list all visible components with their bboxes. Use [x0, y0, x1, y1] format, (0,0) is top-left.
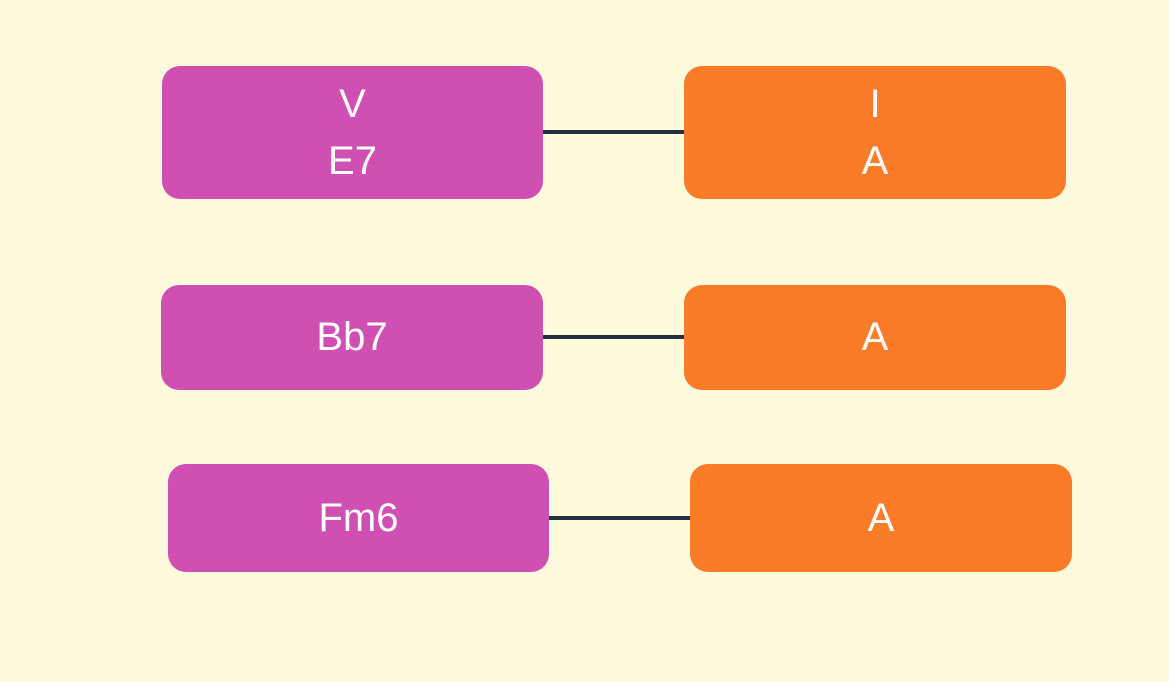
diagram-row: Fm6 A — [0, 464, 1169, 572]
chord-label-line: A — [861, 138, 889, 183]
chord-label-line: Fm6 — [318, 495, 399, 540]
chord-label-line: A — [861, 315, 889, 359]
diagram-row: V E7 I A — [0, 66, 1169, 199]
chord-label-line: E7 — [328, 138, 377, 183]
chord-node-left[interactable]: V E7 — [162, 66, 543, 199]
chord-label-line: A — [867, 495, 895, 540]
chord-node-right[interactable]: A — [684, 285, 1066, 390]
chord-label-line: Bb7 — [316, 315, 388, 359]
chord-node-right[interactable]: A — [690, 464, 1072, 572]
connector-line — [543, 130, 684, 134]
connector-line — [543, 335, 684, 339]
chord-node-right[interactable]: I A — [684, 66, 1066, 199]
chord-node-left[interactable]: Bb7 — [161, 285, 543, 390]
connector-line — [549, 516, 690, 520]
chord-label-line: I — [869, 81, 881, 126]
chord-label-line: V — [339, 81, 366, 126]
diagram-row: Bb7 A — [0, 285, 1169, 390]
chord-node-left[interactable]: Fm6 — [168, 464, 549, 572]
